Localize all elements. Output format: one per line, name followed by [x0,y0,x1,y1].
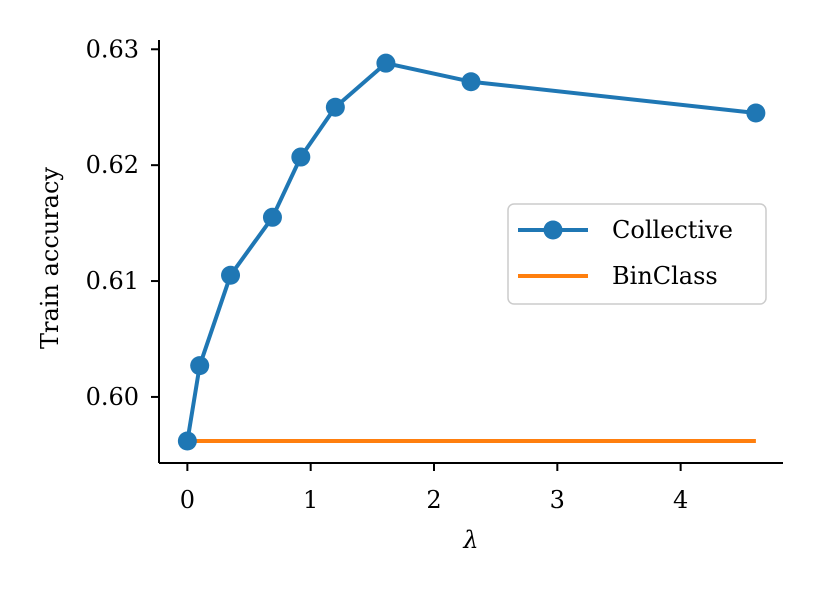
data-point-collective [291,147,311,167]
legend-label-collective: Collective [612,216,733,244]
y-tick-label: 0.62 [86,151,139,179]
x-axis-title: λ [462,526,478,554]
data-point-collective [746,103,766,123]
x-axis-ticks: 0 1 2 3 4 [180,463,688,514]
data-point-collective [376,53,396,73]
x-tick-label: 1 [303,486,318,514]
data-point-collective [190,356,210,376]
legend-label-binclass: BinClass [612,262,718,290]
y-tick-label: 0.61 [86,267,139,295]
y-tick-label: 0.60 [86,383,139,411]
x-tick-label: 3 [550,486,565,514]
y-tick-label: 0.63 [86,35,139,63]
legend: Collective BinClass [507,203,767,305]
plot-series [177,53,766,451]
y-axis-title: Train accuracy [36,167,64,349]
x-tick-label: 0 [180,486,195,514]
x-tick-label: 4 [673,486,688,514]
x-tick-label: 2 [426,486,441,514]
data-point-collective [262,207,282,227]
y-axis-ticks: 0.60 0.61 0.62 0.63 [86,35,159,411]
data-point-collective [461,72,481,92]
data-point-collective [325,97,345,117]
legend-marker-collective [543,220,563,240]
data-point-collective [221,265,241,285]
data-point-collective [177,431,197,451]
